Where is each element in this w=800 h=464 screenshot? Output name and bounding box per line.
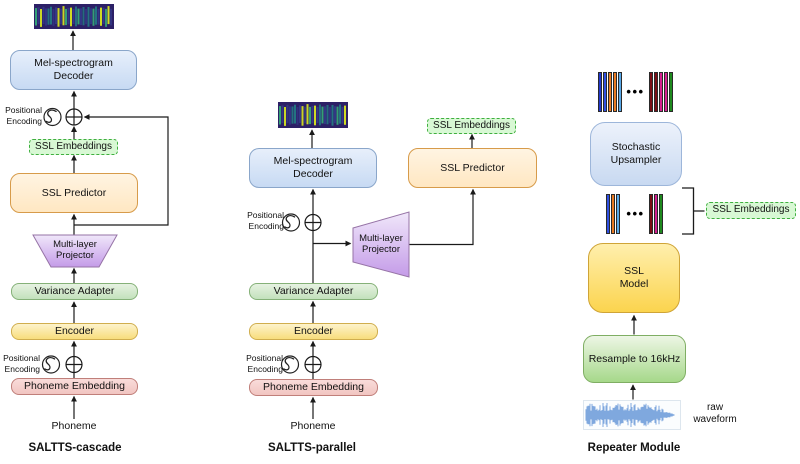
mel-decoder-box: Mel-spectrogram Decoder	[10, 50, 137, 90]
embedding-bars	[606, 194, 620, 234]
phoneme-input-label: Phoneme	[51, 420, 97, 432]
positional-encoding-label: Positional Encoding	[247, 210, 284, 231]
encoder-box: Encoder	[11, 323, 138, 340]
ellipsis-dots: •••	[626, 84, 645, 99]
feedback-arrow	[74, 114, 169, 226]
variance-adapter-box: Variance Adapter	[249, 283, 378, 300]
plus-node-icon	[65, 355, 83, 374]
sine-node-icon	[281, 213, 301, 232]
embedding-bar	[664, 72, 668, 112]
embedding-bar	[613, 72, 617, 112]
embedding-bar	[649, 194, 653, 234]
embedding-bar	[669, 72, 673, 112]
embedding-bar	[616, 194, 620, 234]
embedding-bar	[618, 72, 622, 112]
phoneme-embedding-box: Phoneme Embedding	[11, 378, 138, 395]
encoder-box: Encoder	[249, 323, 378, 340]
positional-encoding-label: Positional Encoding	[5, 105, 42, 126]
positional-encoding-label: Positional Encoding	[3, 353, 40, 374]
ssl-model-box: SSL Model	[588, 243, 680, 313]
column-title-cascade: SALTTS-cascade	[28, 442, 122, 454]
embedding-bars	[598, 72, 622, 112]
projector-trapezoid-parallel	[352, 211, 410, 278]
projector-trapezoid-cascade	[32, 234, 118, 268]
positional-encoding-label: Positional Encoding	[246, 353, 283, 374]
column-title-parallel: SALTTS-parallel	[268, 442, 356, 454]
plus-node-icon	[65, 108, 83, 126]
sine-node-icon	[280, 355, 300, 374]
plus-node-icon	[304, 213, 322, 232]
projector-output-arrow	[409, 188, 476, 246]
ellipsis-dots: •••	[626, 206, 645, 221]
column-title-repeater: Repeater Module	[587, 442, 681, 454]
embedding-bar	[603, 72, 607, 112]
embedding-bar	[654, 72, 658, 112]
ssl-embeddings-box: SSL Embeddings	[706, 202, 796, 219]
embedding-bars	[649, 72, 673, 112]
mel-spectrogram-image	[34, 4, 114, 29]
ssl-embeddings-box: SSL Embeddings	[29, 139, 118, 155]
sine-node-icon	[43, 107, 62, 127]
sine-node-icon	[41, 355, 61, 374]
embedding-bar	[611, 194, 615, 234]
embedding-bar	[659, 194, 663, 234]
ssl-embeddings-box: SSL Embeddings	[427, 118, 516, 134]
ssl-predictor-box: SSL Predictor	[408, 148, 537, 188]
raw-waveform-label: raw waveform	[693, 402, 737, 425]
plus-node-icon	[304, 355, 322, 374]
mel-decoder-box: Mel-spectrogram Decoder	[249, 148, 377, 188]
stochastic-upsampler-box: Stochastic Upsampler	[590, 122, 682, 186]
ssl-predictor-box: SSL Predictor	[10, 173, 138, 213]
phoneme-embedding-box: Phoneme Embedding	[249, 379, 378, 396]
embedding-bar	[608, 72, 612, 112]
variance-adapter-box: Variance Adapter	[11, 283, 138, 300]
embedding-bar	[649, 72, 653, 112]
embedding-bar	[654, 194, 658, 234]
embedding-bar	[659, 72, 663, 112]
resample-box: Resample to 16kHz	[583, 335, 686, 383]
bracket	[682, 187, 705, 235]
projector-label: Multi-layer Projector	[53, 239, 97, 262]
mel-spectrogram-image	[278, 102, 348, 128]
phoneme-input-label: Phoneme	[290, 420, 336, 432]
embedding-bar	[598, 72, 602, 112]
waveform-image	[583, 400, 681, 430]
embedding-bar	[606, 194, 610, 234]
projector-label: Multi-layer Projector	[359, 233, 403, 256]
embedding-bars	[649, 194, 663, 234]
